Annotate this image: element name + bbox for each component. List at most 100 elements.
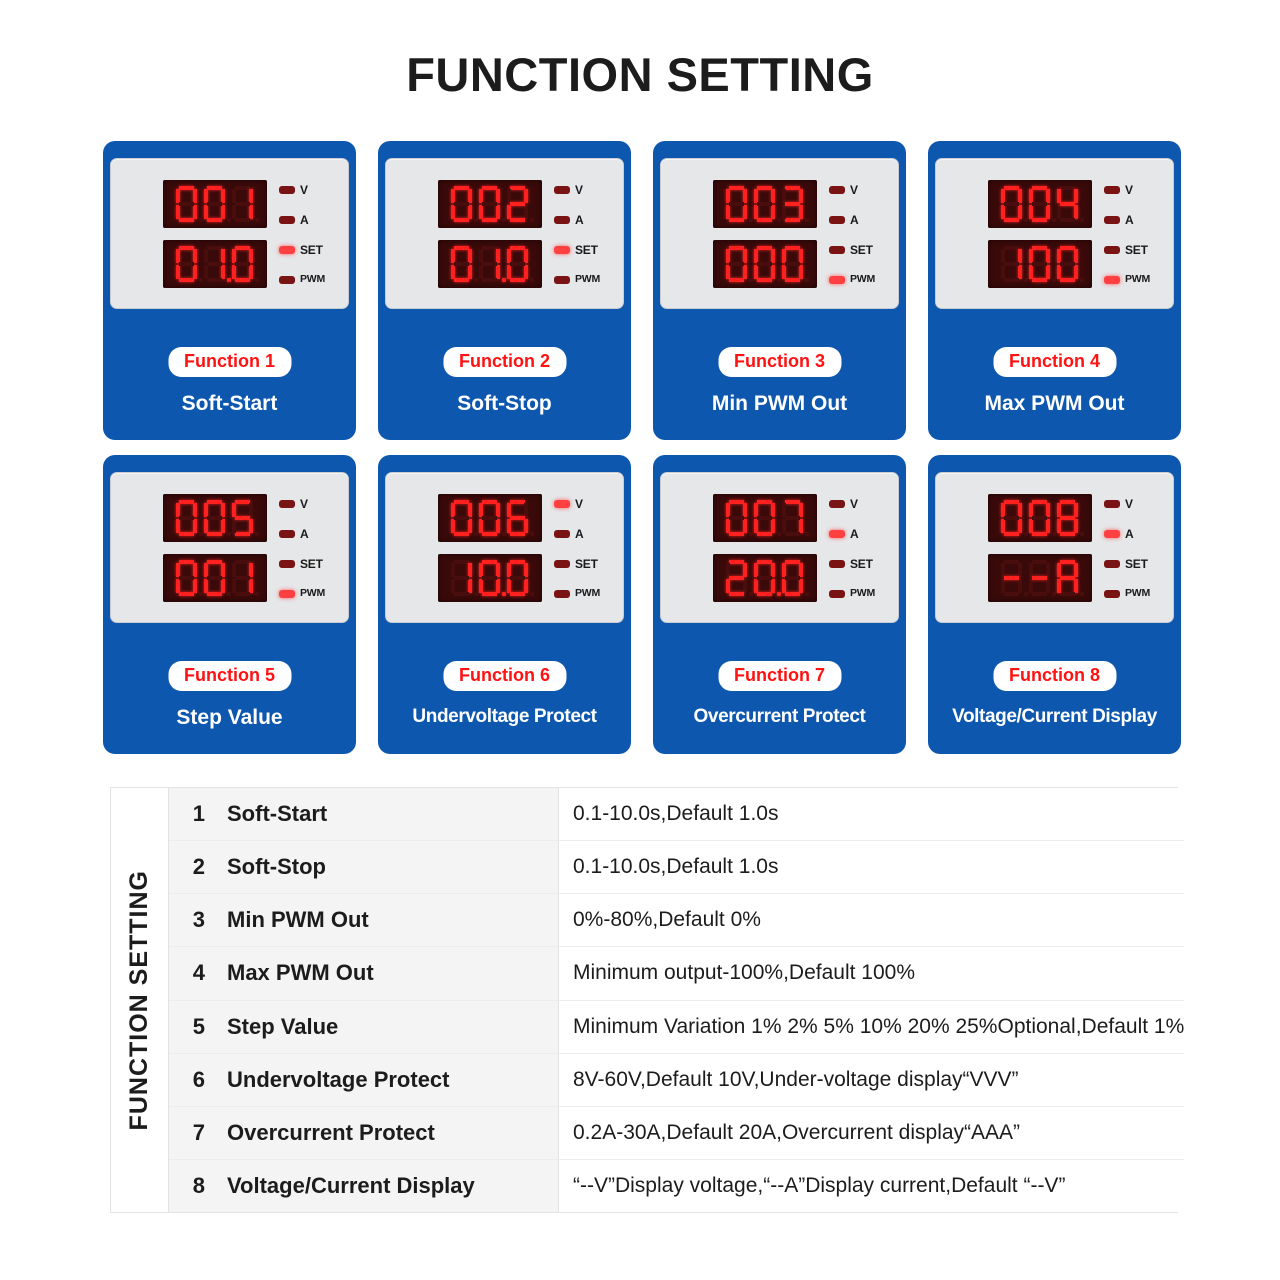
segment-a — [510, 245, 525, 250]
segment-g — [454, 515, 469, 520]
segment-d — [207, 591, 222, 596]
segment-f — [204, 562, 208, 577]
table-vertical-header-label: FUNCTION SETTING — [125, 869, 153, 1131]
segment-f — [479, 188, 483, 203]
decimal-point — [1024, 277, 1028, 282]
function-number-badge: Function 6 — [443, 661, 566, 691]
segment-a — [235, 499, 250, 504]
segment-c — [1046, 264, 1050, 279]
led-label-v: V — [300, 182, 308, 197]
segment-f — [507, 248, 511, 263]
segment-d — [510, 277, 525, 282]
segment-e — [1057, 264, 1061, 279]
decimal-point — [199, 591, 203, 596]
decimal-point — [777, 277, 781, 282]
led-label-a: A — [575, 212, 584, 227]
top-display — [713, 179, 817, 228]
led-indicator-v: V — [554, 184, 600, 196]
segment-g — [179, 575, 194, 580]
led-indicator-set: SET — [829, 558, 875, 570]
segment-e — [754, 518, 758, 533]
segment-e — [176, 518, 180, 533]
display-stack — [713, 493, 817, 602]
seven-seg-digit — [999, 245, 1028, 283]
led-indicator-a: A — [829, 528, 875, 540]
led-lamp-set — [279, 245, 295, 254]
segment-b — [524, 188, 528, 203]
segment-b — [524, 562, 528, 577]
segment-e — [754, 264, 758, 279]
led-label-pwm: PWM — [1125, 273, 1151, 286]
segment-e — [479, 264, 483, 279]
segment-d — [207, 531, 222, 536]
decimal-point — [1052, 531, 1056, 536]
function-card-label: Max PWM Out — [984, 392, 1125, 415]
led-indicator-pwm: PWM — [1104, 274, 1150, 286]
segment-d — [1060, 591, 1075, 596]
seven-seg-digit — [780, 185, 809, 223]
segment-f — [232, 188, 236, 203]
segment-f — [232, 562, 236, 577]
segment-f — [451, 188, 455, 203]
segment-f — [176, 502, 180, 517]
segment-b — [1074, 188, 1078, 203]
seven-seg-digit — [202, 185, 231, 223]
segment-b — [799, 248, 803, 263]
segment-c — [524, 264, 528, 279]
led-label-a: A — [850, 526, 859, 541]
led-lamp-pwm — [829, 275, 845, 284]
segment-b — [221, 248, 225, 263]
segment-d — [454, 591, 469, 596]
segment-a — [235, 559, 250, 564]
function-card-label: Soft-Start — [181, 392, 278, 415]
segment-c — [496, 518, 500, 533]
led-indicator-pwm: PWM — [554, 274, 600, 286]
top-display — [438, 179, 542, 228]
led-lamp-a — [1104, 529, 1120, 538]
segment-a — [235, 245, 250, 250]
table-cell-number: 7 — [169, 1106, 209, 1159]
seven-seg-digit — [724, 245, 753, 283]
seven-seg-digit — [505, 499, 534, 537]
seven-seg-digit — [752, 185, 781, 223]
segment-g — [1032, 261, 1047, 266]
segment-c — [524, 204, 528, 219]
led-indicator-a: A — [1104, 214, 1150, 226]
led-lamp-v — [554, 185, 570, 194]
segment-e — [1001, 204, 1005, 219]
segment-g — [235, 201, 250, 206]
decimal-point — [749, 531, 753, 536]
segment-c — [1018, 204, 1022, 219]
led-indicator-set: SET — [1104, 244, 1150, 256]
function-number-badge: Function 1 — [168, 347, 291, 377]
segment-b — [221, 502, 225, 517]
display-stack — [438, 493, 542, 602]
function-number-badge: Function 8 — [993, 661, 1116, 691]
segment-f — [754, 248, 758, 263]
decimal-point — [749, 217, 753, 222]
segment-a — [510, 499, 525, 504]
seven-seg-digit — [1055, 245, 1084, 283]
segment-g — [1004, 575, 1019, 580]
segment-g — [454, 261, 469, 266]
segment-a — [1004, 245, 1019, 250]
segment-c — [524, 518, 528, 533]
top-display — [163, 493, 267, 542]
segment-d — [785, 217, 800, 222]
seven-seg-digit — [230, 185, 259, 223]
seven-seg-digit — [449, 499, 478, 537]
segment-c — [249, 204, 253, 219]
segment-c — [193, 204, 197, 219]
segment-f — [782, 502, 786, 517]
